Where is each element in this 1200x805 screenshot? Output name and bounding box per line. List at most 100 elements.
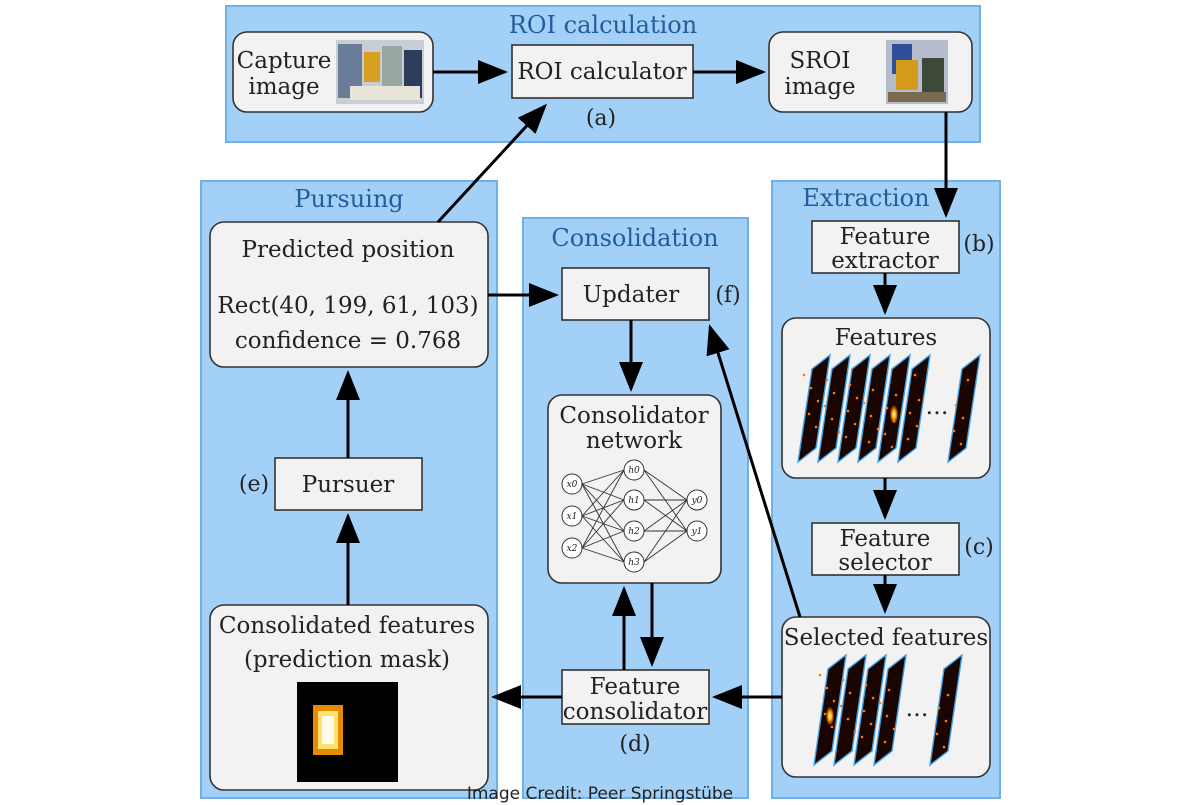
- selected-feature-maps-stack: [813, 653, 963, 767]
- feature-selector-line1: Feature: [840, 526, 931, 552]
- feature-speck: [814, 425, 818, 429]
- feature-map: [929, 653, 963, 767]
- feature-speck: [853, 422, 857, 426]
- feature-map: [897, 353, 931, 464]
- network-edge: [581, 469, 625, 517]
- hidden-node-label: h2: [628, 527, 640, 537]
- tag-b: (b): [963, 232, 994, 257]
- feature-speck: [892, 727, 896, 731]
- extraction-region-title: Extraction: [802, 184, 929, 212]
- feature-speck: [855, 396, 859, 400]
- consolidator-network-box: [547, 394, 722, 584]
- feature-speck: [848, 691, 852, 695]
- feature-speck: [841, 678, 845, 682]
- input-node-label: x2: [567, 544, 578, 554]
- feature-map: [817, 353, 851, 464]
- feature-speck: [952, 429, 956, 433]
- feature-speck: [832, 391, 836, 395]
- network-edge: [581, 515, 625, 563]
- roi-calculator-label: ROI calculator: [517, 59, 686, 85]
- feature-speck: [853, 730, 857, 734]
- feature-speck: [809, 386, 813, 390]
- feature-speck: [913, 373, 917, 377]
- feature-speck: [894, 393, 898, 397]
- feature-map: [797, 353, 831, 464]
- consolidator-label-line1: Consolidator: [559, 403, 708, 429]
- sroi-label-line2: image: [784, 74, 855, 100]
- feature-speck: [944, 719, 948, 723]
- network-edge: [581, 469, 625, 549]
- capture-label-line2: image: [248, 74, 319, 100]
- roi-region-title: ROI calculation: [509, 11, 697, 39]
- consolidated-label-line2: (prediction mask): [244, 647, 450, 673]
- feature-speck: [846, 409, 850, 413]
- input-node: [561, 505, 583, 527]
- output-node: [686, 489, 708, 511]
- feature-map: [873, 653, 907, 767]
- input-node-label: x0: [567, 480, 578, 490]
- hidden-node: [623, 489, 645, 511]
- network-edge: [581, 499, 625, 517]
- input-node-label: x1: [567, 512, 578, 522]
- feature-extractor-line1: Feature: [840, 224, 931, 250]
- pursuer-box: [274, 457, 423, 511]
- feature-speck: [887, 688, 891, 692]
- feature-activation-spot: [826, 707, 834, 725]
- feature-speck: [816, 399, 820, 403]
- feature-selector-box: [811, 522, 960, 576]
- network-edge: [643, 499, 688, 532]
- output-node-label: y0: [691, 496, 703, 506]
- consolidated-label-line1: Consolidated features: [219, 613, 475, 639]
- feature-speck: [876, 427, 880, 431]
- feature-speck: [860, 735, 864, 739]
- input-node: [561, 537, 583, 559]
- predicted-position-title: Predicted position: [242, 237, 455, 263]
- feature-speck: [823, 404, 827, 408]
- pursuing-region-title: Pursuing: [294, 185, 403, 213]
- feature-speck: [837, 430, 841, 434]
- feature-speck: [802, 373, 806, 377]
- feature-map: [833, 653, 867, 767]
- tag-e: (e): [239, 472, 269, 497]
- network-edge: [643, 469, 688, 532]
- network-edge: [581, 483, 625, 501]
- hidden-node-label: h3: [628, 558, 640, 568]
- consolidation-region-title: Consolidation: [551, 224, 718, 252]
- output-node: [686, 520, 708, 542]
- hidden-node: [623, 551, 645, 573]
- feature-speck: [885, 406, 889, 410]
- feature-map: [947, 353, 981, 464]
- prediction-mask-image: [297, 682, 398, 782]
- feature-speck: [890, 445, 894, 449]
- features-ellipsis: …: [926, 394, 949, 420]
- feature-speck: [946, 693, 950, 697]
- feature-speck: [883, 740, 887, 744]
- feature-speck: [917, 398, 921, 402]
- feature-consolidator-box: [561, 669, 710, 725]
- updater-box: [561, 267, 710, 321]
- hidden-node: [623, 459, 645, 481]
- consolidator-label-line2: network: [586, 428, 683, 454]
- selected-features-label: Selected features: [784, 625, 988, 651]
- tag-a: (a): [586, 106, 616, 131]
- capture-label-line1: Capture: [237, 48, 332, 74]
- network-edge: [581, 499, 625, 549]
- network-edge: [643, 469, 688, 501]
- updater-label: Updater: [583, 282, 679, 308]
- feature-speck: [937, 706, 941, 710]
- feature-speck: [864, 683, 868, 687]
- feature-selector-line2: selector: [838, 550, 931, 576]
- feature-speck: [869, 414, 873, 418]
- feature-speck: [954, 403, 958, 407]
- feature-speck: [878, 701, 882, 705]
- tag-f: (f): [715, 283, 740, 308]
- feature-maps-stack: [797, 353, 981, 464]
- feature-speck: [848, 383, 852, 387]
- input-node: [561, 473, 583, 495]
- sroi-thumbnail: [886, 40, 948, 104]
- network-edge: [581, 530, 625, 549]
- feature-speck: [832, 699, 836, 703]
- feature-speck: [867, 440, 871, 444]
- image-credit: Image Credit: Peer Springstübe: [466, 784, 734, 804]
